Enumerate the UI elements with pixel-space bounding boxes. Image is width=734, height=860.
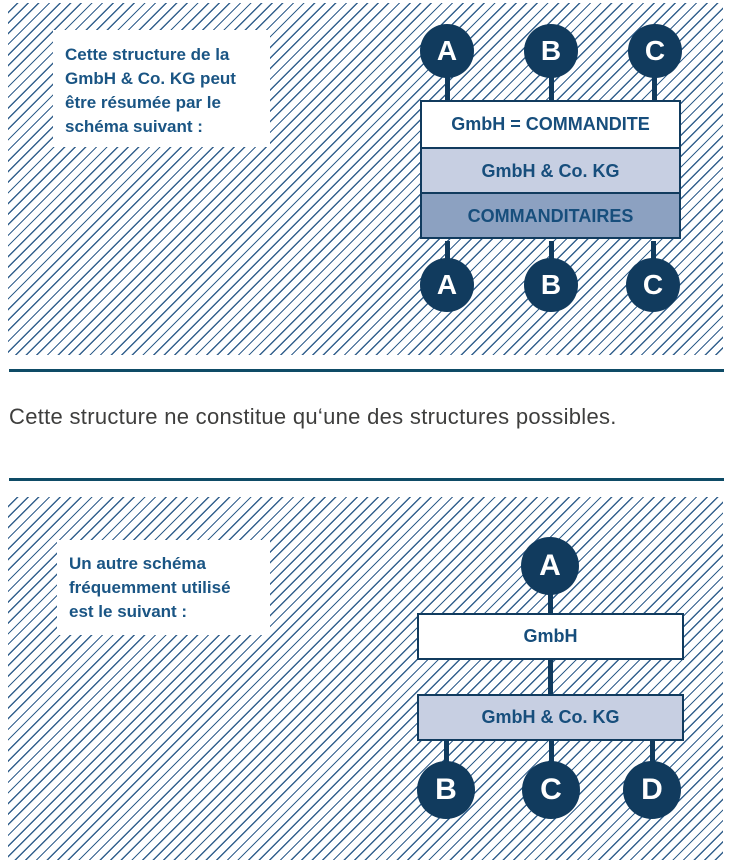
connector-line [651, 241, 656, 263]
shareholder-circle-c-bottom: C [626, 258, 680, 312]
connector-line [445, 241, 450, 263]
shareholder-circle-d2: D [623, 761, 681, 819]
note-line: est le suivant : [69, 602, 188, 621]
connector-line [548, 590, 553, 616]
panel1-note-box: Cette structure de la GmbH & Co. KG peut… [53, 30, 270, 147]
panel-top-rule [9, 478, 724, 481]
connector-line [549, 74, 554, 102]
note-line: fréquemment utilisé [69, 578, 231, 597]
shareholder-circle-a-top: A [420, 24, 474, 78]
connector-line [549, 739, 554, 765]
row-gmbh-commandite: GmbH = COMMANDITE [422, 102, 679, 147]
row-gmbh-co-kg: GmbH & Co. KG [422, 147, 679, 192]
divider-sentence: Cette structure ne constitue qu‘une des … [9, 404, 617, 429]
shareholder-circle-b-bottom: B [524, 258, 578, 312]
shareholder-circle-c2: C [522, 761, 580, 819]
structure-stack-box: GmbH = COMMANDITE GmbH & Co. KG COMMANDI… [420, 100, 681, 239]
panel-bottom-rule [9, 369, 724, 372]
note-line: être résumée par le [65, 93, 221, 112]
connector-line [445, 74, 450, 102]
gmbh-box: GmbH [417, 613, 684, 660]
panel2-note-box: Un autre schéma fréquemment utilisé est … [57, 540, 270, 635]
connector-line [549, 241, 554, 263]
shareholder-circle-a2: A [521, 537, 579, 595]
connector-line [650, 739, 655, 765]
shareholder-circle-b2: B [417, 761, 475, 819]
connector-line [444, 739, 449, 765]
gmbh-co-kg-box: GmbH & Co. KG [417, 694, 684, 741]
shareholder-circle-b-top: B [524, 24, 578, 78]
note-line: Un autre schéma [69, 554, 206, 573]
note-line: schéma suivant : [65, 117, 203, 136]
note-line: Cette structure de la [65, 45, 230, 64]
note-line: GmbH & Co. KG peut [65, 69, 236, 88]
connector-line [548, 658, 553, 696]
shareholder-circle-c-top: C [628, 24, 682, 78]
shareholder-circle-a-bottom: A [420, 258, 474, 312]
connector-line [652, 74, 657, 102]
row-commanditaires: COMMANDITAIRES [422, 192, 679, 237]
